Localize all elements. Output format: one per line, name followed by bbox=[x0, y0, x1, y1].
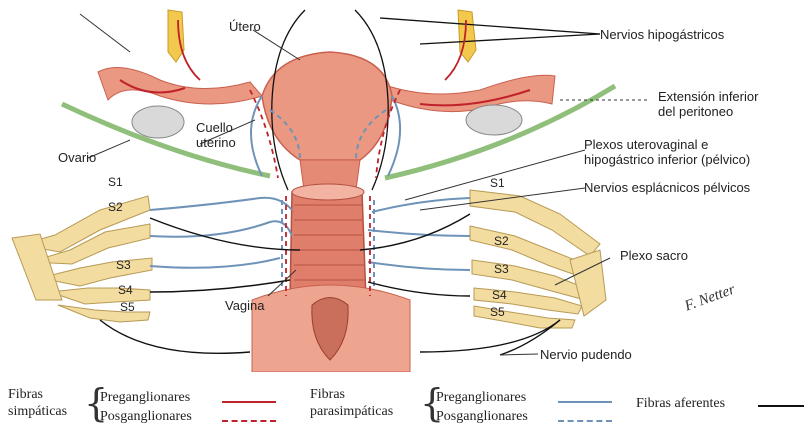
ovary-tube-right bbox=[385, 75, 555, 135]
label-vagina: Vagina bbox=[225, 298, 265, 313]
label-s2-right: S2 bbox=[494, 234, 509, 249]
label-s4-left: S4 bbox=[118, 283, 133, 298]
legend-pos-simp: Posganglionares bbox=[100, 409, 192, 425]
vagina-tube bbox=[290, 192, 366, 300]
legend-simpaticas-1: Fibras bbox=[8, 387, 43, 403]
label-cuello-2: uterino bbox=[196, 135, 236, 150]
label-plexos-1: Plexos uterovaginal e bbox=[584, 137, 708, 152]
label-s5-left: S5 bbox=[120, 300, 135, 315]
label-plexos-2: hipogástrico inferior (pélvico) bbox=[584, 152, 750, 167]
label-ovario: Ovario bbox=[58, 150, 96, 165]
legend: Fibras simpáticas { Preganglionares Posg… bbox=[0, 372, 809, 435]
legend-swatch-pos-para bbox=[558, 420, 612, 422]
label-nervios-hipogastricos: Nervios hipogástricos bbox=[600, 27, 724, 42]
label-s2-left: S2 bbox=[108, 200, 123, 215]
label-extension-1: Extensión inferior bbox=[658, 89, 758, 104]
label-s1-left: S1 bbox=[108, 175, 123, 190]
label-cuello-1: Cuello bbox=[196, 120, 233, 135]
legend-parasimpaticas-1: Fibras bbox=[310, 387, 345, 403]
label-s3-right: S3 bbox=[494, 262, 509, 277]
label-utero: Útero bbox=[229, 19, 261, 34]
label-s4-right: S4 bbox=[492, 288, 507, 303]
legend-swatch-pos-simp bbox=[222, 420, 276, 422]
label-extension-2: del peritoneo bbox=[658, 104, 733, 119]
label-nervio-pudendo: Nervio pudendo bbox=[540, 347, 632, 362]
label-s1-right: S1 bbox=[490, 176, 505, 191]
legend-parasimpaticas-2: parasimpáticas bbox=[310, 404, 393, 420]
label-nervios-esplacnicos: Nervios esplácnicos pélvicos bbox=[584, 180, 750, 195]
cervix-top bbox=[292, 184, 364, 200]
label-plexo-sacro: Plexo sacro bbox=[620, 248, 688, 263]
label-s5-right: S5 bbox=[490, 305, 505, 320]
legend-pre-para: Preganglionares bbox=[436, 390, 526, 406]
legend-pos-para: Posganglionares bbox=[436, 409, 528, 425]
legend-pre-simp: Preganglionares bbox=[100, 390, 190, 406]
uterus-body bbox=[262, 52, 392, 160]
legend-simpaticas-2: simpáticas bbox=[8, 404, 67, 420]
vessel-left bbox=[168, 10, 184, 62]
label-s3-left: S3 bbox=[116, 258, 131, 273]
legend-swatch-aferentes bbox=[758, 405, 804, 407]
legend-swatch-pre-para bbox=[558, 401, 612, 403]
legend-swatch-pre-simp bbox=[222, 401, 276, 403]
legend-aferentes: Fibras aferentes bbox=[636, 396, 725, 412]
